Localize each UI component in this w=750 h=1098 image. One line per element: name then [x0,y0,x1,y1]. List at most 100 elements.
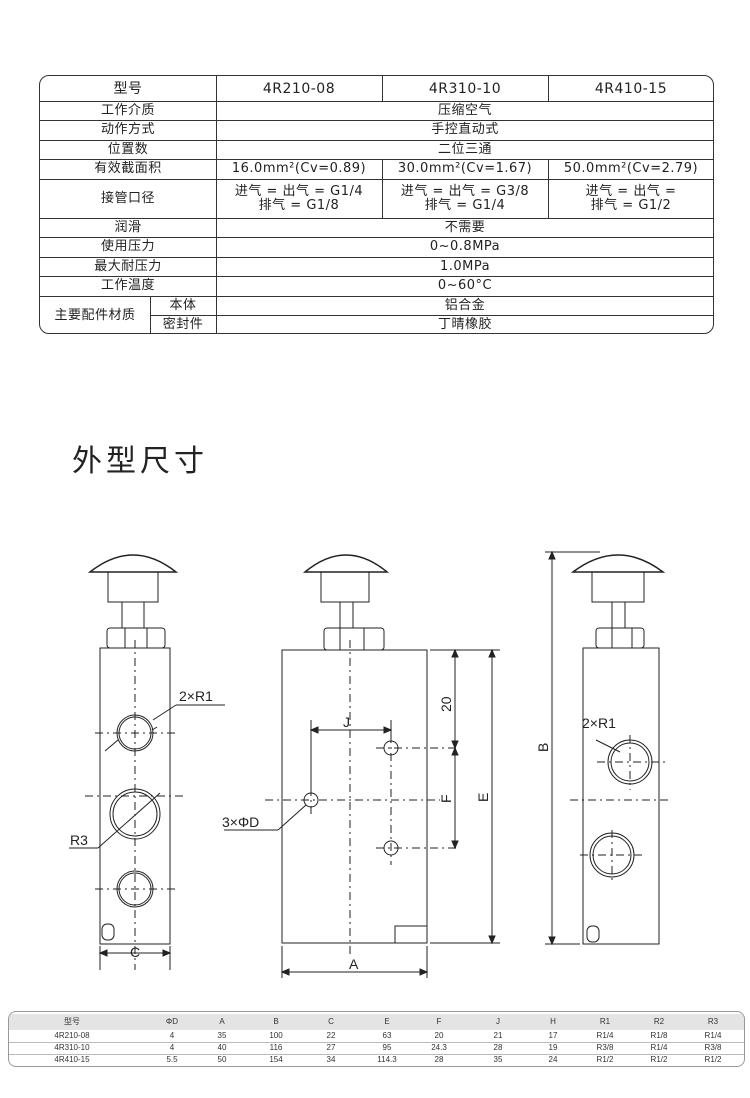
dim-col-h: H [550,1017,556,1026]
spec-label-medium: 工作介质 [100,102,155,118]
dim-cell: 50 [217,1055,227,1064]
dim-row: 4R210-08 4 35 100 22 63 20 21 17 R1/4 R1… [9,1030,744,1043]
right-side-view [545,550,670,946]
label-f: F [438,794,454,803]
spec-label-action: 动作方式 [100,122,155,137]
dim-col-r2: R2 [653,1017,665,1026]
spec-label-body: 本体 [169,297,197,313]
spec-value-pressure: 0~0.8MPa [429,239,501,254]
label-r3: R3 [70,832,88,848]
dim-col-b: B [273,1017,279,1026]
dim-cell: R3/8 [704,1043,722,1052]
spec-value-seal: 丁晴橡胶 [437,317,492,332]
label-e: E [475,793,491,802]
label-c: C [130,944,140,960]
dim-header-row: 型号 ΦD A B C E F J H R1 R2 R3 [9,1014,744,1030]
label-2xr1-left: 2×R1 [179,688,213,704]
dim-cell: R1/2 [704,1055,722,1064]
spec-label-area: 有效截面积 [94,161,162,176]
spec-label-pressure: 使用压力 [100,239,155,254]
dim-col-f: F [436,1017,442,1026]
spec-value-port-3: 进气 = 出气 = 排气 = G1/2 [548,179,713,218]
dim-col-c: C [328,1017,334,1026]
spec-value-positions: 二位三通 [437,141,492,157]
dim-cell: 24.3 [431,1043,447,1052]
spec-model-2: 4R310-10 [428,80,502,97]
dim-col-r3: R3 [707,1017,719,1026]
spec-value-area-3: 50.0mm²(Cv=2.79) [563,161,699,176]
dim-cell: 27 [326,1043,336,1052]
dimension-table: 型号 ΦD A B C E F J H R1 R2 R3 4R210-08 4 … [8,1011,745,1067]
spec-label-positions: 位置数 [107,141,149,157]
dim-cell: 4R410-15 [54,1055,90,1064]
dim-cell: 114.3 [377,1055,397,1064]
dim-cell: 5.5 [166,1055,178,1064]
spec-label-materials: 主要配件材质 [54,307,136,323]
dim-cell: 100 [269,1031,283,1040]
dim-cell: 35 [493,1055,503,1064]
dim-cell: 24 [548,1055,558,1064]
dim-cell: 63 [382,1031,392,1040]
left-side-view [69,554,225,970]
spec-value-max-pressure: 1.0MPa [439,258,491,274]
dim-cell: 28 [434,1055,444,1064]
dim-cell: 40 [217,1043,227,1052]
spec-value-port-1: 进气 = 出气 = G1/4 排气 = G1/8 [216,179,382,218]
dim-cell: 35 [217,1031,227,1040]
label-a: A [349,956,359,972]
dim-row: 4R310-10 4 40 116 27 95 24.3 28 19 R3/8 … [9,1042,744,1055]
spec-label-max-pressure: 最大耐压力 [94,258,162,274]
dim-col-d: ΦD [165,1017,179,1026]
spec-model-3: 4R410-15 [594,80,668,97]
dim-cell: R3/8 [596,1043,614,1052]
dim-cell: 20 [434,1031,444,1040]
spec-header-label: 型号 [113,80,143,97]
dim-cell: 28 [493,1043,503,1052]
port-3-line1: 进气 = 出气 = [585,183,677,199]
dim-cell: 34 [326,1055,336,1064]
spec-table: 型号 4R210-08 4R310-10 4R410-15 工作介质 压缩空气 … [39,75,714,334]
spec-value-temperature: 0~60°C [437,278,493,293]
spec-value-port-2: 进气 = 出气 = G3/8 排气 = G1/4 [382,179,548,218]
dim-cell: 21 [493,1031,503,1040]
dim-cell: 116 [269,1043,283,1052]
port-2-line2: 排气 = G1/4 [424,197,506,213]
dim-cell: 17 [548,1031,558,1040]
port-1-line2: 排气 = G1/8 [258,197,340,213]
label-2xr1-right: 2×R1 [582,715,616,731]
dim-cell: 4 [169,1043,175,1052]
valve-dimension-drawing: 2×R1 R3 C J 3×ΦD A 20 F E B 2×R1 [69,550,670,978]
front-view [224,554,500,978]
dim-cell: R1/2 [650,1055,668,1064]
port-2-line1: 进气 = 出气 = G3/8 [400,183,530,199]
dim-col-a: A [219,1017,225,1026]
spec-value-area-2: 30.0mm²(Cv=1.67) [397,161,533,176]
spec-value-action: 手控直动式 [431,122,499,137]
dim-cell: R1/4 [704,1031,722,1040]
section-title: 外型尺寸 [72,444,208,479]
dim-row: 4R410-15 5.5 50 154 34 114.3 28 35 24 R1… [9,1054,744,1066]
dim-cell: R1/4 [650,1043,668,1052]
port-3-line2: 排气 = G1/2 [590,197,672,213]
spec-model-1: 4R210-08 [262,80,336,97]
port-1-line1: 进气 = 出气 = G1/4 [234,183,364,199]
spec-label-port: 接管口径 [100,190,155,206]
spec-label-lubrication: 润滑 [114,219,142,235]
dim-cell: 22 [326,1031,336,1040]
dim-cell: R1/4 [596,1031,614,1040]
label-3xd: 3×ΦD [222,814,259,830]
dim-cell: 4R210-08 [54,1031,90,1040]
dim-cell: R1/2 [596,1055,614,1064]
spec-label-temperature: 工作温度 [100,278,155,293]
dim-col-j: J [496,1017,500,1026]
dim-cell: 4 [169,1031,175,1040]
dim-cell: R1/8 [650,1031,668,1040]
label-j: J [343,714,350,730]
spec-value-body: 铝合金 [444,297,486,313]
spec-value-lubrication: 不需要 [444,219,486,235]
dim-cell: 95 [382,1043,392,1052]
dim-col-e: E [384,1017,390,1026]
label-b: B [535,743,551,752]
dim-cell: 154 [269,1055,283,1064]
dim-col-r1: R1 [599,1017,611,1026]
